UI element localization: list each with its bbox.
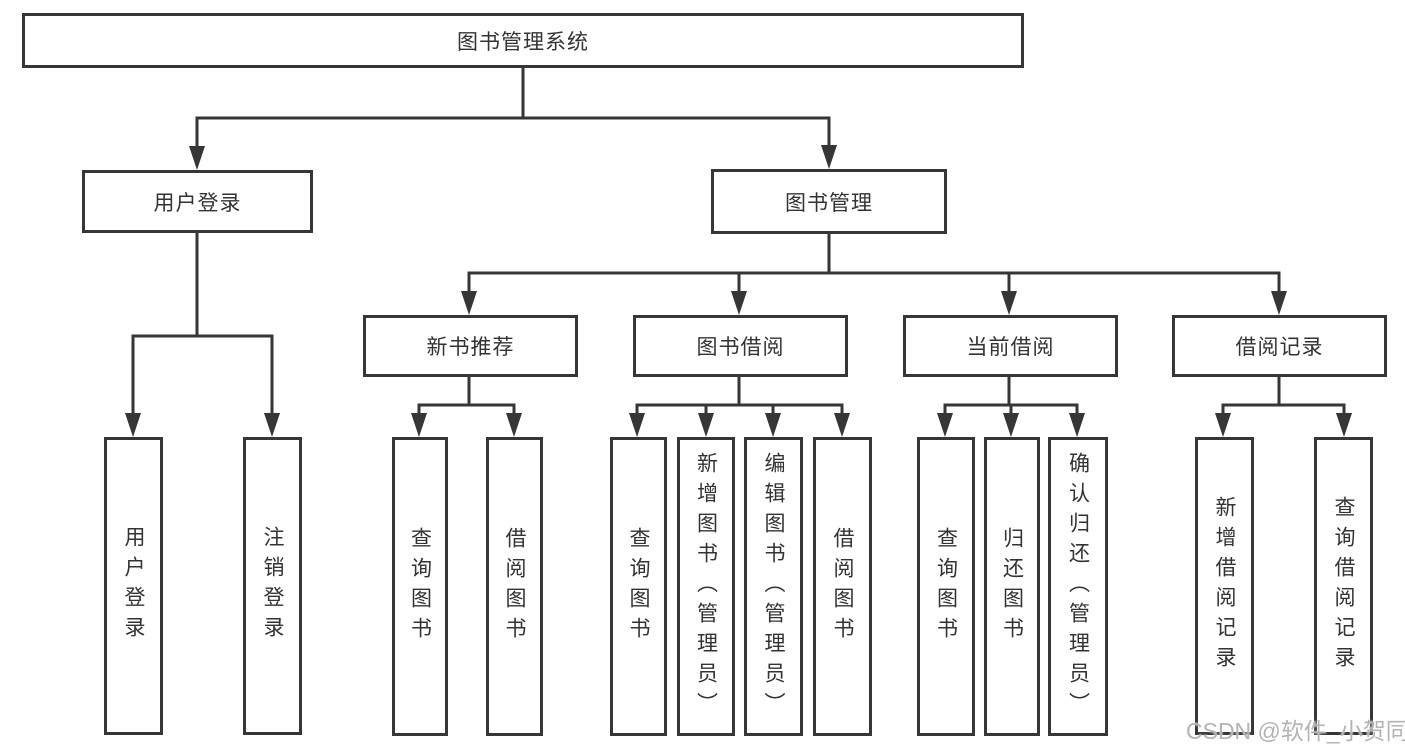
leaf-add-book-admin: 新增图书（管理员） xyxy=(677,437,735,736)
arrow-down-icon xyxy=(1215,413,1231,437)
arrow-down-icon xyxy=(821,145,837,169)
arrow-down-icon xyxy=(731,291,747,315)
arrow-down-icon xyxy=(629,413,645,437)
leaf-edit-book-admin: 编辑图书（管理员） xyxy=(744,437,803,736)
leaf-label: 确认归还（管理员） xyxy=(1066,451,1090,722)
arrow-down-icon xyxy=(461,291,477,315)
leaf-label: 查询图书 xyxy=(627,526,650,647)
leaf-label: 查询借阅记录 xyxy=(1332,496,1355,676)
connector-line xyxy=(1221,375,1346,418)
leaf-label: 查询图书 xyxy=(408,526,432,647)
arrow-down-icon xyxy=(1069,413,1085,437)
leaf-confirm-return-admin: 确认归还（管理员） xyxy=(1048,437,1108,736)
arrow-down-icon xyxy=(1336,413,1352,437)
connector-line xyxy=(635,375,844,418)
leaf-label: 注销登录 xyxy=(261,526,284,646)
connector-line xyxy=(195,66,831,151)
connector-line xyxy=(417,375,516,418)
leaf-query-books-2: 查询图书 xyxy=(610,437,667,736)
arrow-down-icon xyxy=(411,413,427,437)
arrow-down-icon xyxy=(698,413,714,437)
leaf-query-books-1: 查询图书 xyxy=(392,437,448,736)
arrow-down-icon xyxy=(189,146,205,170)
leaf-borrow-books-1: 借阅图书 xyxy=(486,437,543,736)
arrow-down-icon xyxy=(834,413,850,437)
arrow-down-icon xyxy=(765,413,781,437)
arrow-down-icon xyxy=(125,413,141,437)
leaf-logout: 注销登录 xyxy=(243,437,302,735)
connector-line xyxy=(131,231,274,418)
leaf-return-book: 归还图书 xyxy=(984,437,1040,736)
leaf-user-login: 用户登录 xyxy=(104,437,163,735)
node-borrow-records: 借阅记录 xyxy=(1172,315,1387,377)
leaf-label: 查询图书 xyxy=(934,526,958,647)
arrow-down-icon xyxy=(506,413,522,437)
leaf-label: 归还图书 xyxy=(1000,526,1024,647)
leaf-label: 借阅图书 xyxy=(503,526,526,647)
arrow-down-icon xyxy=(937,413,953,437)
arrow-down-icon xyxy=(1271,291,1287,315)
leaf-label: 借阅图书 xyxy=(831,526,854,647)
connector-line xyxy=(467,232,1281,297)
arrow-down-icon xyxy=(1001,291,1017,315)
node-user-login: 用户登录 xyxy=(82,170,313,233)
node-book-management: 图书管理 xyxy=(711,169,947,234)
leaf-label: 新增图书（管理员） xyxy=(694,451,718,722)
leaf-label: 新增借阅记录 xyxy=(1213,496,1236,676)
leaf-label: 编辑图书（管理员） xyxy=(762,451,785,722)
watermark: CSDN @软件_小贺同学 xyxy=(1186,718,1405,744)
node-new-book-recommend: 新书推荐 xyxy=(363,315,578,377)
connector-line xyxy=(943,375,1079,418)
leaf-query-books-3: 查询图书 xyxy=(917,437,975,736)
node-current-borrow: 当前借阅 xyxy=(903,315,1118,377)
leaf-label: 用户登录 xyxy=(122,526,145,646)
arrow-down-icon xyxy=(264,413,280,437)
leaf-borrow-books-2: 借阅图书 xyxy=(813,437,872,736)
arrow-down-icon xyxy=(1003,413,1019,437)
node-root: 图书管理系统 xyxy=(22,13,1024,68)
node-book-borrow: 图书借阅 xyxy=(633,315,848,377)
leaf-query-borrow-record: 查询借阅记录 xyxy=(1314,437,1373,735)
leaf-add-borrow-record: 新增借阅记录 xyxy=(1195,437,1254,735)
